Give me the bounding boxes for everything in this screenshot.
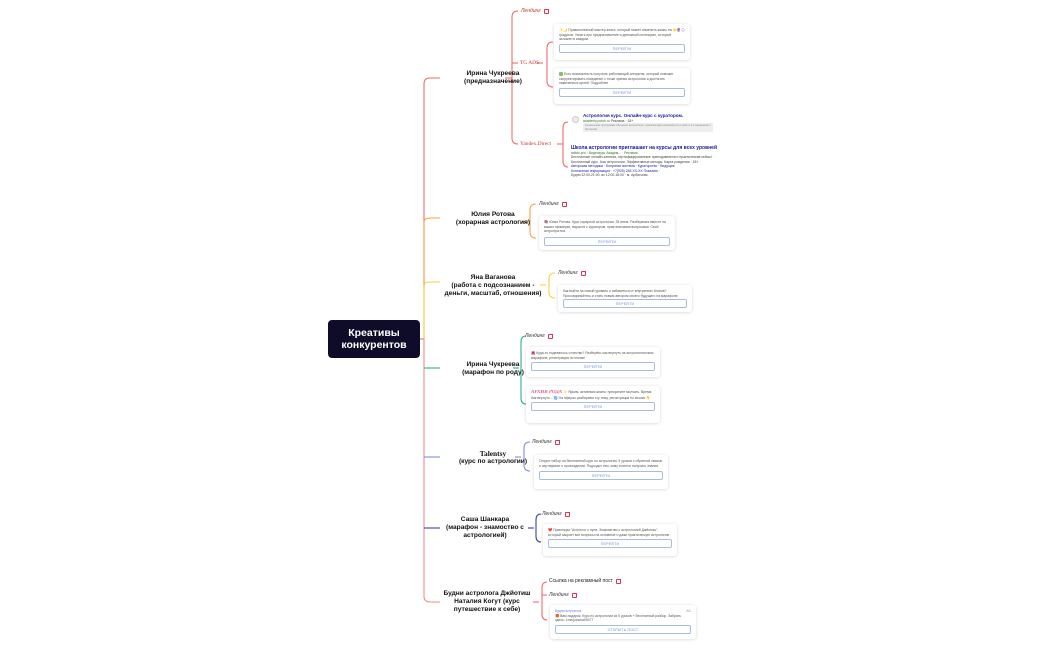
landing-label: Лендинг (525, 333, 545, 339)
ad-meta: Реклама · 18+ (610, 119, 634, 123)
yandex-ad-1[interactable]: Астрология курс. Онлайн-курс с куратором… (583, 113, 718, 133)
branch-subtitle: Наталия Когут (курс путешествие к себе) (453, 598, 521, 613)
favicon-icon (572, 116, 579, 123)
ad-text: Есть возможность получить работающий алг… (559, 72, 674, 86)
landing-link[interactable]: Лендинг (539, 201, 567, 207)
ad-badge: AD (686, 609, 691, 613)
external-link-icon[interactable] (615, 578, 621, 584)
ad-card[interactable]: 📚 Юлия Ротова. Курс хорарной астрологии.… (539, 216, 675, 250)
branch-title: Ирина Чукреева (466, 361, 520, 368)
go-button[interactable]: ПЕРЕЙТИ (544, 236, 670, 246)
branch-node-jyotish[interactable]: Будни астролога Джйотиш Наталия Когут (к… (441, 590, 533, 614)
ad-text: ❤️ Практикум "Астролог с нуля. Знакомств… (548, 528, 670, 537)
go-button[interactable]: ПЕРЕЙТИ (539, 471, 663, 481)
branch-subtitle: (марафон по роду) (462, 369, 524, 376)
ad-card[interactable]: Открыт набор на бесплатный курс по астро… (534, 455, 668, 489)
channel-name[interactable]: Будни астролога (555, 609, 582, 613)
landing-label: Лендинг (532, 439, 552, 445)
root-title: Креативы конкурентов (341, 327, 407, 351)
ad-url[interactable]: academy.potoh.ru (583, 119, 610, 123)
landing-link[interactable]: Лендинг (542, 511, 570, 517)
landing-link[interactable]: Лендинг (525, 333, 553, 339)
landing-label: Лендинг (539, 201, 559, 207)
go-button[interactable]: ПЕРЕЙТИ (531, 362, 655, 372)
branch-node-shankara[interactable]: Саша Шанкара (марафон - знамоство с астр… (441, 516, 529, 540)
landing-label: Лендинг (549, 592, 569, 598)
ad-text: АРХИВ РОДА ✨ Ярким, активным жизнь: прек… (531, 390, 653, 400)
landing-link[interactable]: Лендинг (549, 592, 577, 598)
ad-sitelinks[interactable]: Авторская методика · Бонусная система · … (571, 164, 675, 169)
archive-stamp: АРХИВ РОДА (531, 390, 563, 395)
branch-subtitle: (марафон - знамоство с астрологией) (446, 524, 524, 539)
branch-node-irina-marathon[interactable]: Ирина Чукреева (марафон по роду) (441, 361, 545, 377)
landing-link[interactable]: Лендинг (532, 439, 560, 445)
ad-text: Открыт набор на бесплатный курс по астро… (539, 459, 663, 468)
ad-url[interactable]: talisfo.pro › Видеокурс Академ... (571, 151, 622, 155)
external-link-icon[interactable] (564, 511, 570, 517)
ad-desc: Бесплатные онлайн-занятия, сертифицирова… (571, 155, 714, 164)
go-button[interactable]: ПЕРЕЙТИ (563, 299, 687, 309)
external-link-icon[interactable] (554, 439, 560, 445)
ad-text: 🎁 Вам подарок. Курс по астрологии из 5 у… (555, 613, 682, 623)
tag-yandex-direct[interactable]: Yandex.Direct (520, 141, 552, 147)
tg-ad-card[interactable]: Есть возможность получить работающий алг… (554, 68, 690, 104)
tag-tg-ads[interactable]: TG ADS (520, 60, 540, 66)
root-node[interactable]: Креативы конкурентов (328, 320, 420, 358)
branch-subtitle: (курс по астрологии) (458, 458, 528, 465)
branch-title: Юлия Ротова (471, 211, 515, 218)
ad-contact[interactable]: Контактная информация · +7(925) 245-XX-X… (571, 168, 661, 173)
external-link-icon[interactable] (580, 270, 586, 276)
go-button[interactable]: ПЕРЕЙТИ (548, 539, 672, 549)
go-button[interactable]: ПЕРЕЙТИ (531, 402, 655, 412)
open-post-button[interactable]: ОТКРЫТЬ ПОСТ (555, 624, 691, 634)
ad-meta: Реклама (624, 151, 638, 155)
ad-title[interactable]: Школа астрологии приглашает на курсы для… (571, 145, 718, 151)
branch-subtitle: (хорарная астрология) (455, 219, 531, 226)
branch-node-vaganova[interactable]: Яна Ваганова (работа с подсознанием - де… (441, 274, 545, 298)
go-button[interactable]: ПЕРЕЙТИ (559, 43, 685, 53)
branch-node-rotova[interactable]: Юлия Ротова (хорарная астрология) (441, 211, 545, 227)
ad-text: 🌺 Куда-то подевалось отчество? Разберём,… (531, 351, 654, 360)
tg-post-card[interactable]: Будни астролога AD 🎁 Вам подарок. Курс п… (550, 605, 696, 639)
ad-card[interactable]: ❤️ Практикум "Астролог с нуля. Знакомств… (543, 524, 677, 556)
landing-link[interactable]: Лендинг (521, 8, 549, 14)
branch-subtitle: (предназначение) (464, 78, 522, 85)
ad-card[interactable]: Как выйти на новый уровень и избавиться … (558, 285, 692, 312)
ad-card[interactable]: АРХИВ РОДА ✨ Ярким, активным жизнь: прек… (526, 386, 660, 423)
ad-text: Как выйти на новый уровень и избавиться … (563, 289, 679, 298)
ad-desc: Уникальная программа обучения астрологии… (583, 123, 713, 133)
external-link-icon[interactable] (543, 8, 549, 14)
landing-label: Лендинг (542, 511, 562, 517)
landing-label: Лендинг (558, 270, 578, 276)
landing-link[interactable]: Лендинг (558, 270, 586, 276)
landing-label: Лендинг (521, 8, 541, 14)
external-link-icon[interactable] (547, 333, 553, 339)
ad-text: 📚 Юлия Ротова. Курс хорарной астрологии.… (544, 220, 666, 234)
branch-title: Talentsy (479, 449, 507, 458)
branch-title: Будни астролога Джйотиш (443, 590, 531, 597)
branch-node-irina-purpose[interactable]: Ирина Чукреева (предназначение) (441, 70, 545, 86)
branch-subtitle: (работа с подсознанием - деньги, масштаб… (444, 282, 542, 297)
go-button[interactable]: ПЕРЕЙТИ (559, 87, 685, 97)
yandex-ad-2[interactable]: Школа астрологии приглашает на курсы для… (571, 145, 721, 177)
ad-post-label: Ссылка на рекламный пост (549, 578, 613, 584)
branch-title: Ирина Чукреева (466, 70, 520, 77)
branch-title: Яна Ваганова (470, 274, 516, 281)
branch-node-talentsy[interactable]: Talentsy (курс по астрологии) (441, 450, 545, 466)
tg-ad-card[interactable]: ✨🌙 Правополезный мастер-класс, который м… (554, 24, 690, 60)
emoji-icon (559, 72, 563, 77)
ad-text: ✨🌙 Правополезный мастер-класс, который м… (559, 28, 685, 42)
external-link-icon[interactable] (571, 592, 577, 598)
ad-title[interactable]: Астрология курс. Онлайн-курс с куратором… (583, 113, 684, 118)
branch-title: Саша Шанкара (460, 516, 510, 523)
ad-card[interactable]: 🌺 Куда-то подевалось отчество? Разберём,… (526, 347, 660, 377)
ad-post-link[interactable]: Ссылка на рекламный пост (549, 578, 621, 584)
external-link-icon[interactable] (561, 201, 567, 207)
ad-hours: Будни 12:00-21:00, вс 12:00-18:00 · м. А… (571, 173, 648, 178)
